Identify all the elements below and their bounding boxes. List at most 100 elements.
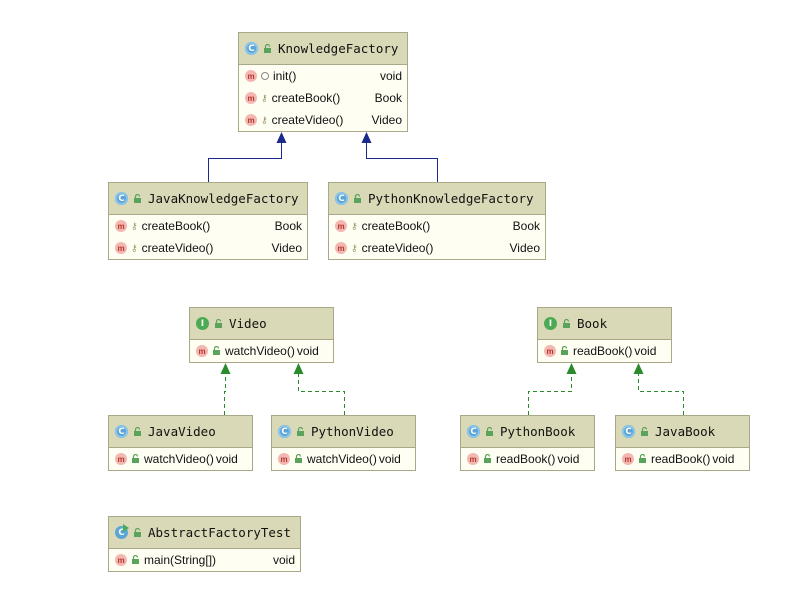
method-row[interactable]: m ⚷ createVideo() Video — [109, 237, 307, 259]
method-row[interactable]: m ⚷ createVideo() Video — [329, 237, 545, 259]
protected-visibility-icon: ⚷ — [131, 242, 138, 253]
method-return-type: void — [296, 344, 319, 358]
class-name: KnowledgeFactory — [278, 41, 399, 56]
method-icon: m — [335, 242, 347, 254]
interface-book[interactable]: I Book m readBook() void — [537, 307, 672, 363]
implements-arrowhead — [220, 363, 231, 374]
method-row[interactable]: m ⚷ createVideo() Video — [239, 109, 407, 131]
method-name: watchVideo() — [225, 344, 295, 358]
class-python-book[interactable]: C PythonBook m readBook() void — [460, 415, 595, 471]
method-row[interactable]: m readBook() void — [461, 448, 594, 470]
method-row[interactable]: m watchVideo() void — [272, 448, 415, 470]
class-name: PythonBook — [500, 424, 576, 439]
interface-icon: I — [196, 317, 209, 330]
method-name: readBook() — [573, 344, 633, 358]
method-return-type: Video — [509, 241, 540, 255]
method-row[interactable]: m watchVideo() void — [109, 448, 252, 470]
class-abstract-factory-test[interactable]: C AbstractFactoryTest m main(String[]) v… — [108, 516, 301, 572]
class-python-knowledge-factory[interactable]: C PythonKnowledgeFactory m ⚷ createBook(… — [328, 182, 546, 260]
class-java-knowledge-factory[interactable]: C JavaKnowledgeFactory m ⚷ createBook() … — [108, 182, 308, 260]
method-icon: m — [245, 114, 257, 126]
class-header: I Book — [538, 308, 671, 340]
method-return-type: void — [379, 69, 402, 83]
class-icon: C — [467, 425, 480, 438]
class-name: JavaKnowledgeFactory — [148, 191, 299, 206]
class-icon: C — [335, 192, 348, 205]
method-icon: m — [196, 345, 208, 357]
method-return-type: void — [378, 452, 401, 466]
implements-arrowhead — [633, 363, 644, 374]
method-row[interactable]: m ⚷ createBook() Book — [109, 215, 307, 237]
interface-video[interactable]: I Video m watchVideo() void — [189, 307, 334, 363]
method-name: createBook() — [361, 219, 431, 233]
class-java-book[interactable]: C JavaBook m readBook() void — [615, 415, 750, 471]
class-name: JavaBook — [655, 424, 716, 439]
method-name: watchVideo() — [307, 452, 377, 466]
method-name: watchVideo() — [144, 452, 214, 466]
method-icon: m — [622, 453, 634, 465]
class-icon: C — [115, 192, 128, 205]
method-name: readBook() — [496, 452, 556, 466]
implements-line — [638, 373, 684, 415]
class-name: PythonVideo — [311, 424, 394, 439]
implements-arrowhead — [566, 363, 577, 374]
method-icon: m — [245, 92, 257, 104]
class-knowledge-factory[interactable]: C KnowledgeFactory m init() void m ⚷ cre… — [238, 32, 408, 132]
method-name: createVideo() — [271, 113, 344, 127]
method-name: createBook() — [271, 91, 341, 105]
class-name: PythonKnowledgeFactory — [368, 191, 534, 206]
protected-visibility-icon: ⚷ — [261, 92, 268, 103]
interface-icon: I — [544, 317, 557, 330]
class-header: C JavaKnowledgeFactory — [109, 183, 307, 215]
method-name: createVideo() — [361, 241, 434, 255]
public-visibility-icon — [134, 426, 141, 436]
method-icon: m — [115, 242, 127, 254]
method-name: createVideo() — [141, 241, 214, 255]
public-visibility-icon — [213, 346, 220, 355]
public-visibility-icon — [354, 193, 361, 203]
class-name: Video — [229, 316, 267, 331]
class-name: JavaVideo — [148, 424, 216, 439]
method-return-type: void — [712, 452, 735, 466]
protected-visibility-icon: ⚷ — [351, 242, 358, 253]
method-row[interactable]: m ⚷ createBook() Book — [329, 215, 545, 237]
public-visibility-icon — [132, 555, 139, 564]
method-icon: m — [335, 220, 347, 232]
method-row[interactable]: m ⚷ createBook() Book — [239, 87, 407, 109]
class-header: C PythonVideo — [272, 416, 415, 448]
public-visibility-icon — [641, 426, 648, 436]
method-row[interactable]: m watchVideo() void — [190, 340, 333, 362]
class-header: C PythonKnowledgeFactory — [329, 183, 545, 215]
method-return-type: void — [557, 452, 580, 466]
class-header: C KnowledgeFactory — [239, 33, 407, 65]
protected-visibility-icon: ⚷ — [131, 220, 138, 231]
extends-line — [366, 142, 438, 182]
class-java-video[interactable]: C JavaVideo m watchVideo() void — [108, 415, 253, 471]
class-python-video[interactable]: C PythonVideo m watchVideo() void — [271, 415, 416, 471]
public-visibility-icon — [639, 454, 646, 463]
method-return-type: Book — [512, 219, 540, 233]
method-icon: m — [544, 345, 556, 357]
method-row[interactable]: m readBook() void — [616, 448, 749, 470]
public-visibility-icon — [297, 426, 304, 436]
extends-line — [208, 142, 282, 182]
public-visibility-icon — [561, 346, 568, 355]
method-row[interactable]: m readBook() void — [538, 340, 671, 362]
public-visibility-icon — [486, 426, 493, 436]
class-icon: C — [278, 425, 291, 438]
class-icon: C — [115, 425, 128, 438]
method-icon: m — [467, 453, 479, 465]
method-return-type: Video — [271, 241, 302, 255]
implements-line — [528, 373, 572, 415]
method-icon: m — [115, 453, 127, 465]
class-name: Book — [577, 316, 608, 331]
method-return-type: Book — [274, 219, 302, 233]
method-row[interactable]: m main(String[]) void — [109, 549, 300, 571]
class-header: C JavaBook — [616, 416, 749, 448]
public-visibility-icon — [134, 193, 141, 203]
method-return-type: void — [215, 452, 238, 466]
method-row[interactable]: m init() void — [239, 65, 407, 87]
protected-visibility-icon: ⚷ — [261, 114, 268, 125]
